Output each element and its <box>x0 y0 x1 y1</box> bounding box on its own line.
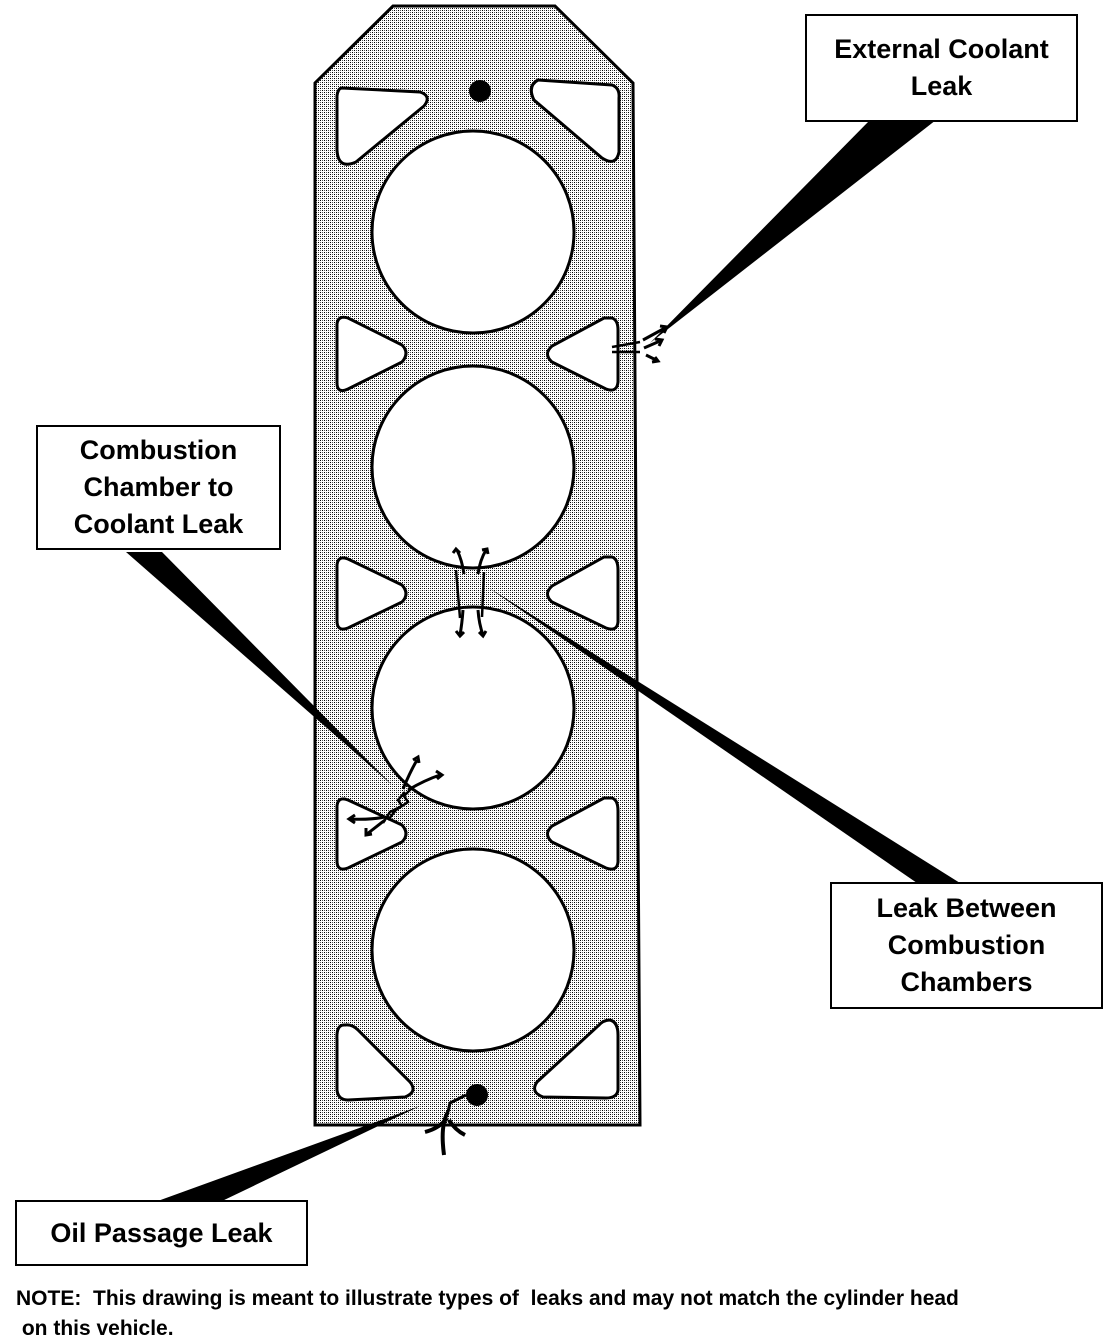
leak-arrow-icon <box>346 813 386 825</box>
leak-arrow-icon <box>440 1110 450 1156</box>
leak-arrow-icon <box>476 609 488 639</box>
leak-arrow-icon <box>642 324 670 342</box>
callout-pointer-oil <box>155 1106 420 1202</box>
note-line-2: on this vehicle. <box>16 1317 174 1340</box>
callout-line: Oil Passage Leak <box>50 1217 273 1248</box>
cylinder-bore-3 <box>370 605 576 811</box>
oil-passage-bottom <box>466 1084 488 1106</box>
oil-passage-top <box>469 80 491 102</box>
coolant-port-top-left <box>335 86 429 166</box>
external-coolant-leak-channel <box>611 340 641 354</box>
leak-arrow-icon <box>645 353 661 364</box>
callout-leak-between-combustion-chambers: Leak Between Combustion Chambers <box>830 882 1103 1009</box>
cylinder-bore-2 <box>370 364 576 570</box>
leak-arrow-icon <box>401 754 421 790</box>
leak-arrow-icon <box>643 337 665 350</box>
callout-line: Chamber to <box>83 472 234 502</box>
callout-pointer-chamber-to-coolant <box>126 552 392 785</box>
coolant-port-left-1 <box>335 315 408 392</box>
callout-line: Leak Between <box>876 893 1057 923</box>
callout-combustion-chamber-to-coolant-leak: Combustion Chamber to Coolant Leak <box>36 425 281 550</box>
callout-oil-passage-leak: Oil Passage Leak <box>15 1200 308 1266</box>
coolant-port-bottom-right <box>533 1018 620 1100</box>
coolant-port-left-2 <box>335 556 408 631</box>
callout-line: Chambers <box>900 967 1033 997</box>
leak-arrow-icon <box>454 609 466 639</box>
coolant-port-right-1 <box>546 316 620 392</box>
callout-line: External Coolant <box>834 34 1049 64</box>
callout-pointer-external <box>650 120 936 343</box>
coolant-port-top-right <box>529 78 621 163</box>
coolant-port-right-2 <box>546 555 620 631</box>
leak-arrow-icon <box>364 818 386 837</box>
callout-line: Combustion <box>79 435 238 465</box>
chamber-coolant-crack <box>381 787 413 824</box>
coolant-port-bottom-left <box>335 1023 415 1102</box>
inter-chamber-leak-channel <box>454 569 486 619</box>
leak-arrow-icon <box>451 546 466 575</box>
leak-arrow-icon <box>424 1116 449 1134</box>
leak-arrow-icon <box>476 547 490 575</box>
diagram-note: NOTE: This drawing is meant to illustrat… <box>16 1284 959 1344</box>
cylinder-bore-1 <box>370 129 576 335</box>
callout-external-coolant-leak: External Coolant Leak <box>805 14 1078 122</box>
callout-line: Coolant Leak <box>73 509 244 539</box>
callout-line: Leak <box>910 71 973 101</box>
oil-leak-channel <box>446 1093 467 1113</box>
note-line-1: NOTE: This drawing is meant to illustrat… <box>16 1287 959 1310</box>
leak-arrow-icon <box>407 769 445 792</box>
leak-arrow-icon <box>447 1118 466 1137</box>
coolant-port-right-3 <box>546 796 620 871</box>
cylinder-bore-4 <box>370 847 576 1053</box>
callout-pointer-between-chambers <box>489 588 960 883</box>
callout-line: Combustion <box>887 930 1046 960</box>
